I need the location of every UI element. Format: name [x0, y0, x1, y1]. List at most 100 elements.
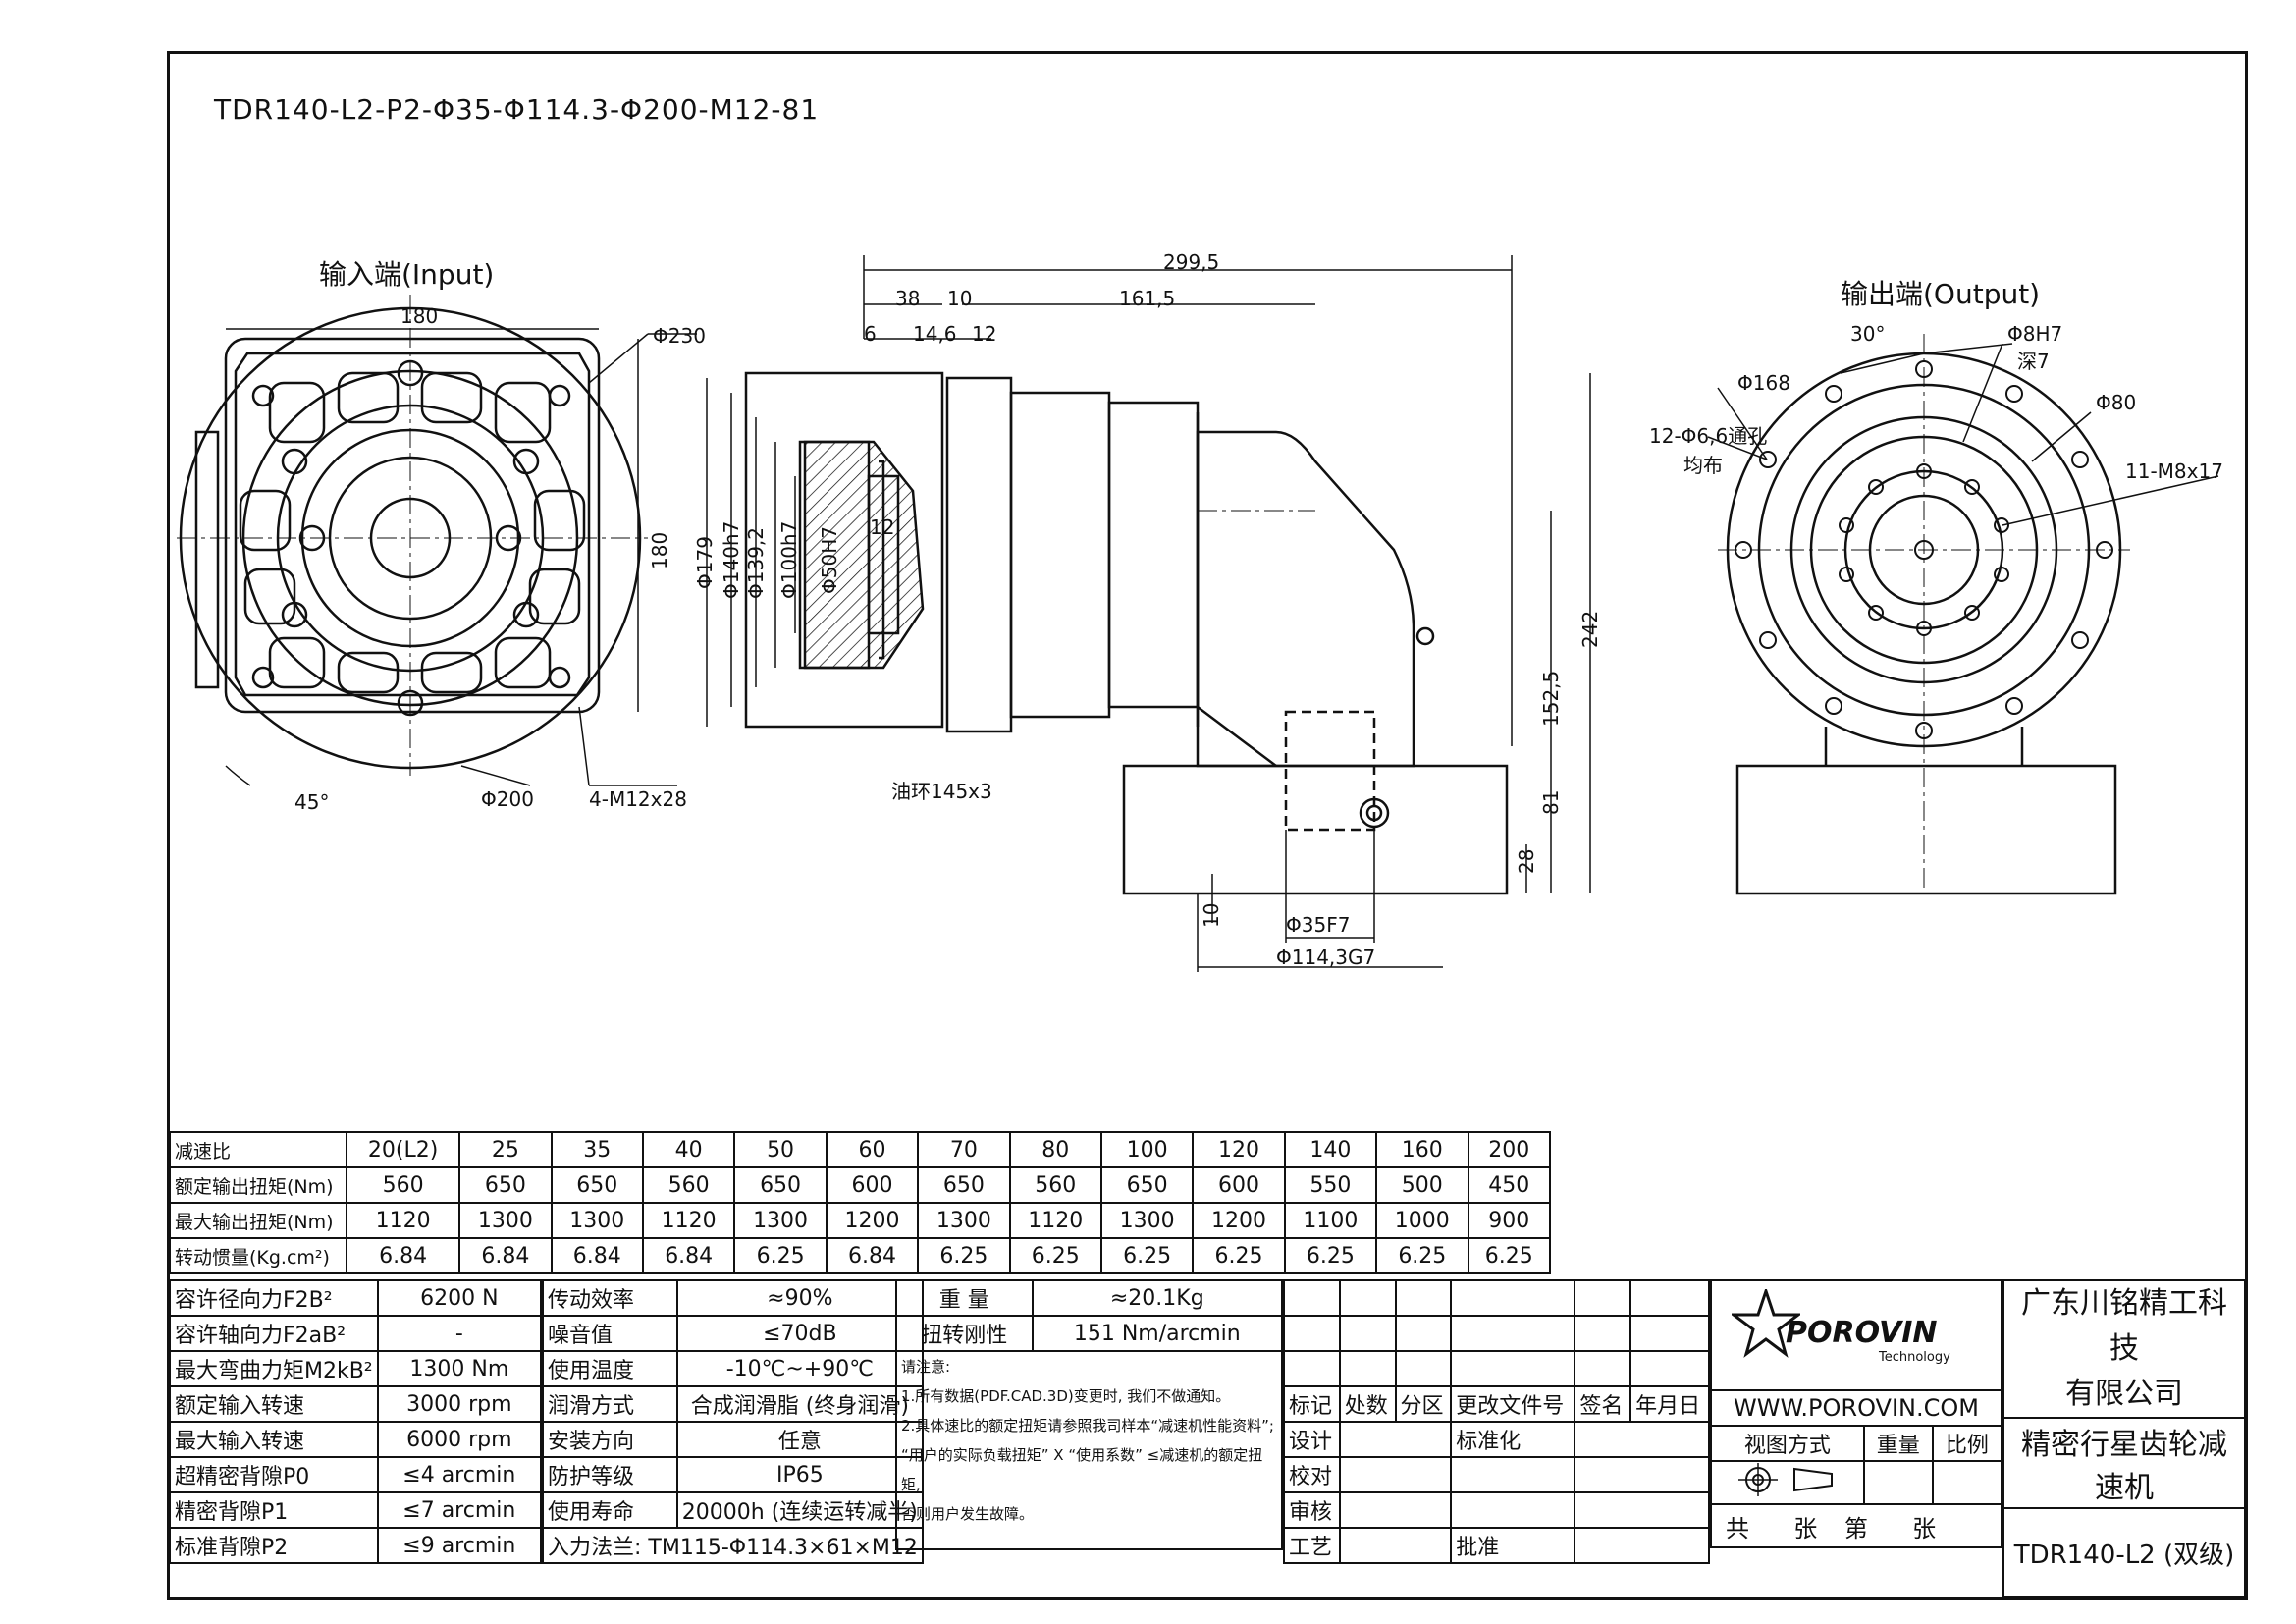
label-genggai: 更改文件号 — [1450, 1385, 1576, 1423]
note-3: “用户的实际负载扭矩” X “使用系数” ≤减速机的额定扭矩, — [901, 1446, 1263, 1493]
perf-cell: 80 — [1008, 1131, 1102, 1168]
logo-subtext: Technology — [1879, 1350, 1950, 1365]
perf-cell: 50 — [733, 1131, 828, 1168]
spec-label: 传动效率 — [542, 1279, 678, 1317]
dim-45-deg: 45° — [294, 790, 330, 814]
perf-cell: 60 — [825, 1131, 920, 1168]
perf-cell: 1200 — [1192, 1202, 1286, 1239]
spec-value: 1300 Nm — [376, 1350, 543, 1387]
perf-row-label: 转动惯量(Kg.cm²) — [169, 1237, 347, 1274]
label-chushu: 处数 — [1338, 1385, 1397, 1423]
dim-50h7: Φ50H7 — [818, 526, 841, 594]
dim-evenly: 均布 — [1683, 454, 1723, 477]
perf-cell: 1120 — [1008, 1202, 1102, 1239]
spec-label: 最大弯曲力矩M2kB² — [169, 1350, 379, 1387]
perf-row-label: 额定输出扭矩(Nm) — [169, 1166, 347, 1204]
perf-cell: 650 — [550, 1166, 644, 1204]
label-sheji: 设计 — [1283, 1421, 1341, 1458]
perf-cell: 160 — [1375, 1131, 1469, 1168]
label-shitu: 视图方式 — [1710, 1425, 1865, 1462]
label-qianming: 签名 — [1574, 1385, 1632, 1423]
label-bili: 比例 — [1931, 1425, 2003, 1462]
spec-row: 标准背隙P2≤9 arcmin — [169, 1527, 543, 1564]
perf-row-label: 最大输出扭矩(Nm) — [169, 1202, 347, 1239]
perf-cell: 1120 — [641, 1202, 736, 1239]
flange-note: 入力法兰: TM115-Φ114.3×61×M12 — [542, 1527, 924, 1564]
perf-cell: 560 — [641, 1166, 736, 1204]
spec-row: 传动效率≈90% — [542, 1279, 924, 1317]
spec-label: 标准背隙P2 — [169, 1527, 379, 1564]
perf-cell: 6.25 — [1375, 1237, 1469, 1274]
dim-100h7: Φ100h7 — [777, 520, 801, 599]
note-1: 1.所有数据(PDF.CAD.3D)变更时, 我们不做通知。 — [901, 1387, 1231, 1405]
perf-cell: 1300 — [733, 1202, 828, 1239]
dim-140h7: Φ140h7 — [720, 520, 743, 599]
output-view-label: 输出端(Output) — [1841, 278, 2041, 310]
label-biaozhunhua: 标准化 — [1450, 1421, 1576, 1458]
output-view-drawing — [1707, 334, 2219, 895]
perf-cell: 650 — [917, 1166, 1011, 1204]
dim-m8: 11-M8x17 — [2125, 460, 2223, 483]
perf-cell: 140 — [1283, 1131, 1378, 1168]
label-zhang2: 张 — [1912, 1514, 1947, 1543]
spec-label: 润滑方式 — [542, 1385, 678, 1423]
drawing-frame — [167, 51, 2248, 1600]
spec-label: 噪音值 — [542, 1315, 678, 1352]
dim-161-5: 161,5 — [1119, 287, 1176, 310]
dim-deep-7: 深7 — [2017, 350, 2050, 373]
dim-10: 10 — [947, 287, 973, 310]
spec-value: ≤4 arcmin — [376, 1456, 543, 1493]
perf-cell: 6.84 — [458, 1237, 553, 1274]
note-2: 2.具体速比的额定扭矩请参照我司样本“减速机性能资料”; — [901, 1417, 1274, 1435]
spec-value: -10℃~+90℃ — [675, 1350, 924, 1387]
spec-row: 润滑方式合成润滑脂 (终身润滑) — [542, 1385, 924, 1423]
label-gong: 共 — [1726, 1514, 1759, 1543]
perf-cell: 1300 — [458, 1202, 553, 1239]
perf-cell: 650 — [1099, 1166, 1195, 1204]
perf-cell: 1200 — [825, 1202, 920, 1239]
dim-28: 28 — [1515, 848, 1538, 874]
perf-cell: 6.25 — [1283, 1237, 1378, 1274]
perf-cell: 40 — [641, 1131, 736, 1168]
notes-title: 请注意: — [901, 1358, 951, 1376]
dim-14-6: 14,6 — [913, 322, 957, 346]
weight-label: 重 量 — [895, 1279, 1034, 1317]
label-jiaodui: 校对 — [1283, 1456, 1341, 1493]
product-name: 精密行星齿轮减速机 — [2002, 1417, 2246, 1509]
weight-value: ≈20.1Kg — [1031, 1279, 1284, 1317]
dim-139-2: Φ139,2 — [744, 527, 768, 599]
perf-row-label: 减速比 — [169, 1131, 347, 1168]
spec-label: 使用寿命 — [542, 1491, 678, 1529]
spec-value: - — [376, 1315, 543, 1352]
model-name: TDR140-L2 (双级) — [2002, 1507, 2246, 1597]
perf-cell: 1300 — [550, 1202, 644, 1239]
spec-row: 使用温度-10℃~+90℃ — [542, 1350, 924, 1387]
logo-block: POROVIN Technology WWW.POROVIN.COM 视图方式 … — [1710, 1279, 2003, 1548]
dim-12-key: 12 — [870, 515, 895, 539]
spec-value: ≤70dB — [675, 1315, 924, 1352]
spec-value: 3000 rpm — [376, 1385, 543, 1423]
perf-cell: 1300 — [917, 1202, 1011, 1239]
perf-cell: 35 — [550, 1131, 644, 1168]
perf-cell: 500 — [1375, 1166, 1469, 1204]
perf-cell: 100 — [1099, 1131, 1195, 1168]
label-zhang1: 张 — [1793, 1514, 1828, 1543]
perf-cell: 200 — [1467, 1131, 1551, 1168]
dim-through-holes: 12-Φ6,6通孔 — [1649, 424, 1768, 448]
perf-cell: 6.84 — [825, 1237, 920, 1274]
spec-label: 超精密背隙P0 — [169, 1456, 379, 1493]
spec-value: 合成润滑脂 (终身润滑) — [675, 1385, 924, 1423]
perf-cell: 6.25 — [1467, 1237, 1551, 1274]
stiffness-label: 扭转刚性 — [895, 1315, 1034, 1352]
star-logo-icon — [1732, 1289, 1800, 1358]
label-fenqu: 分区 — [1394, 1385, 1453, 1423]
label-shenhe: 审核 — [1283, 1491, 1341, 1529]
